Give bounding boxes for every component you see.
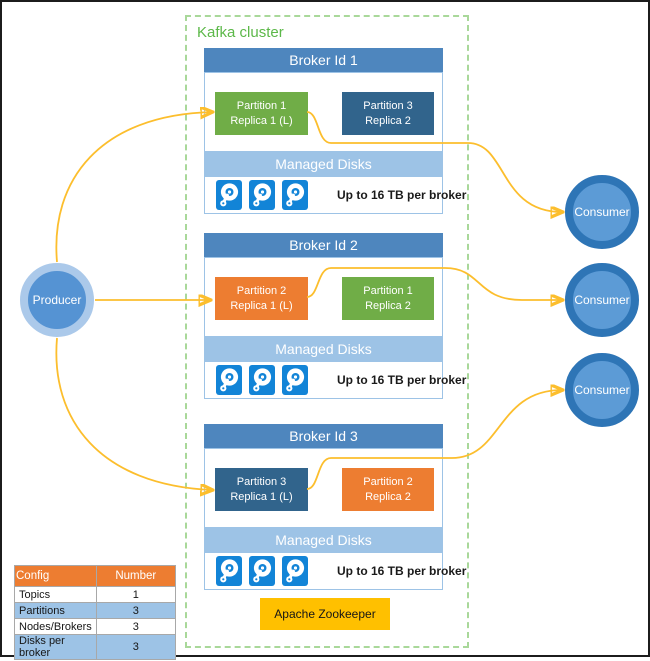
config-cell: Partitions [14, 602, 97, 619]
broker-3-partition-area: Partition 3 Replica 1 (L) Partition 2 Re… [204, 448, 443, 528]
consumer-node-1: Consumer [565, 175, 639, 249]
broker-3-disk-row: Up to 16 TB per broker [204, 552, 466, 590]
replica-label: Replica 2 [365, 299, 411, 312]
managed-disk-icon [216, 180, 242, 210]
managed-disk-icon [249, 365, 275, 395]
consumer-label: Consumer [574, 293, 630, 307]
broker-3-managed-disks-bar: Managed Disks [204, 528, 443, 552]
partition-name: Partition 3 [363, 100, 413, 113]
broker-1-header: Broker Id 1 [204, 48, 443, 72]
replica-label: Replica 1 (L) [230, 490, 293, 503]
broker-1-disk-row: Up to 16 TB per broker [204, 176, 466, 214]
replica-label: Replica 2 [365, 490, 411, 503]
table-row: Nodes/Brokers 3 [14, 618, 176, 635]
config-cell: Disks per broker [14, 634, 97, 660]
disk-capacity-note: Up to 16 TB per broker [337, 373, 467, 387]
consumer-node-3: Consumer [565, 353, 639, 427]
table-row: Partitions 3 [14, 602, 176, 619]
number-header-cell: Number [95, 565, 176, 587]
number-cell: 3 [95, 602, 176, 619]
producer-label: Producer [32, 293, 82, 307]
partition-name: Partition 1 [236, 100, 287, 113]
replica-label: Replica 2 [365, 114, 411, 127]
managed-disk-icon [249, 556, 275, 586]
managed-disk-icon [216, 556, 242, 586]
config-cell: Nodes/Brokers [14, 618, 97, 635]
managed-disk-icon [216, 365, 242, 395]
replica-label: Replica 1 (L) [230, 299, 293, 312]
kafka-cluster-boundary [185, 15, 469, 648]
config-header-cell: Config [14, 565, 97, 587]
disk-capacity-note: Up to 16 TB per broker [337, 564, 467, 578]
broker-2-leader-partition: Partition 2 Replica 1 (L) [215, 277, 308, 320]
managed-disk-icon [282, 365, 308, 395]
kafka-cluster-title: Kafka cluster [197, 24, 284, 41]
partition-name: Partition 3 [236, 476, 287, 489]
number-cell: 3 [95, 618, 176, 635]
producer-node: Producer [20, 263, 94, 337]
managed-disk-icon [282, 556, 308, 586]
broker-3-leader-partition: Partition 3 Replica 1 (L) [215, 468, 308, 511]
consumer-label: Consumer [574, 205, 630, 219]
zookeeper-label: Apache Zookeeper [274, 607, 376, 621]
number-cell: 3 [95, 634, 176, 660]
broker-1-block: Broker Id 1 Partition 1 Replica 1 (L) Pa… [204, 48, 466, 214]
table-row: Topics 1 [14, 586, 176, 603]
broker-2-block: Broker Id 2 Partition 2 Replica 1 (L) Pa… [204, 233, 466, 399]
replica-label: Replica 1 (L) [230, 114, 293, 127]
broker-3-header: Broker Id 3 [204, 424, 443, 448]
broker-3-block: Broker Id 3 Partition 3 Replica 1 (L) Pa… [204, 424, 466, 590]
broker-1-leader-partition: Partition 1 Replica 1 (L) [215, 92, 308, 135]
config-table-header-row: Config Number [14, 565, 176, 587]
table-row: Disks per broker 3 [14, 634, 176, 660]
consumer-node-2: Consumer [565, 263, 639, 337]
consumer-label: Consumer [574, 383, 630, 397]
config-table: Config Number Topics 1 Partitions 3 Node… [14, 565, 176, 660]
number-cell: 1 [95, 586, 176, 603]
broker-2-header: Broker Id 2 [204, 233, 443, 257]
partition-name: Partition 2 [236, 285, 287, 298]
managed-disk-icon [249, 180, 275, 210]
partition-name: Partition 2 [363, 476, 413, 489]
partition-name: Partition 1 [363, 285, 413, 298]
broker-3-replica-partition: Partition 2 Replica 2 [342, 468, 434, 511]
config-cell: Topics [14, 586, 97, 603]
broker-1-managed-disks-bar: Managed Disks [204, 152, 443, 176]
disk-capacity-note: Up to 16 TB per broker [337, 188, 467, 202]
broker-2-disk-row: Up to 16 TB per broker [204, 361, 466, 399]
broker-2-partition-area: Partition 2 Replica 1 (L) Partition 1 Re… [204, 257, 443, 337]
managed-disk-icon [282, 180, 308, 210]
broker-2-replica-partition: Partition 1 Replica 2 [342, 277, 434, 320]
broker-1-replica-partition: Partition 3 Replica 2 [342, 92, 434, 135]
broker-2-managed-disks-bar: Managed Disks [204, 337, 443, 361]
zookeeper-node: Apache Zookeeper [260, 598, 390, 630]
broker-1-partition-area: Partition 1 Replica 1 (L) Partition 3 Re… [204, 72, 443, 152]
